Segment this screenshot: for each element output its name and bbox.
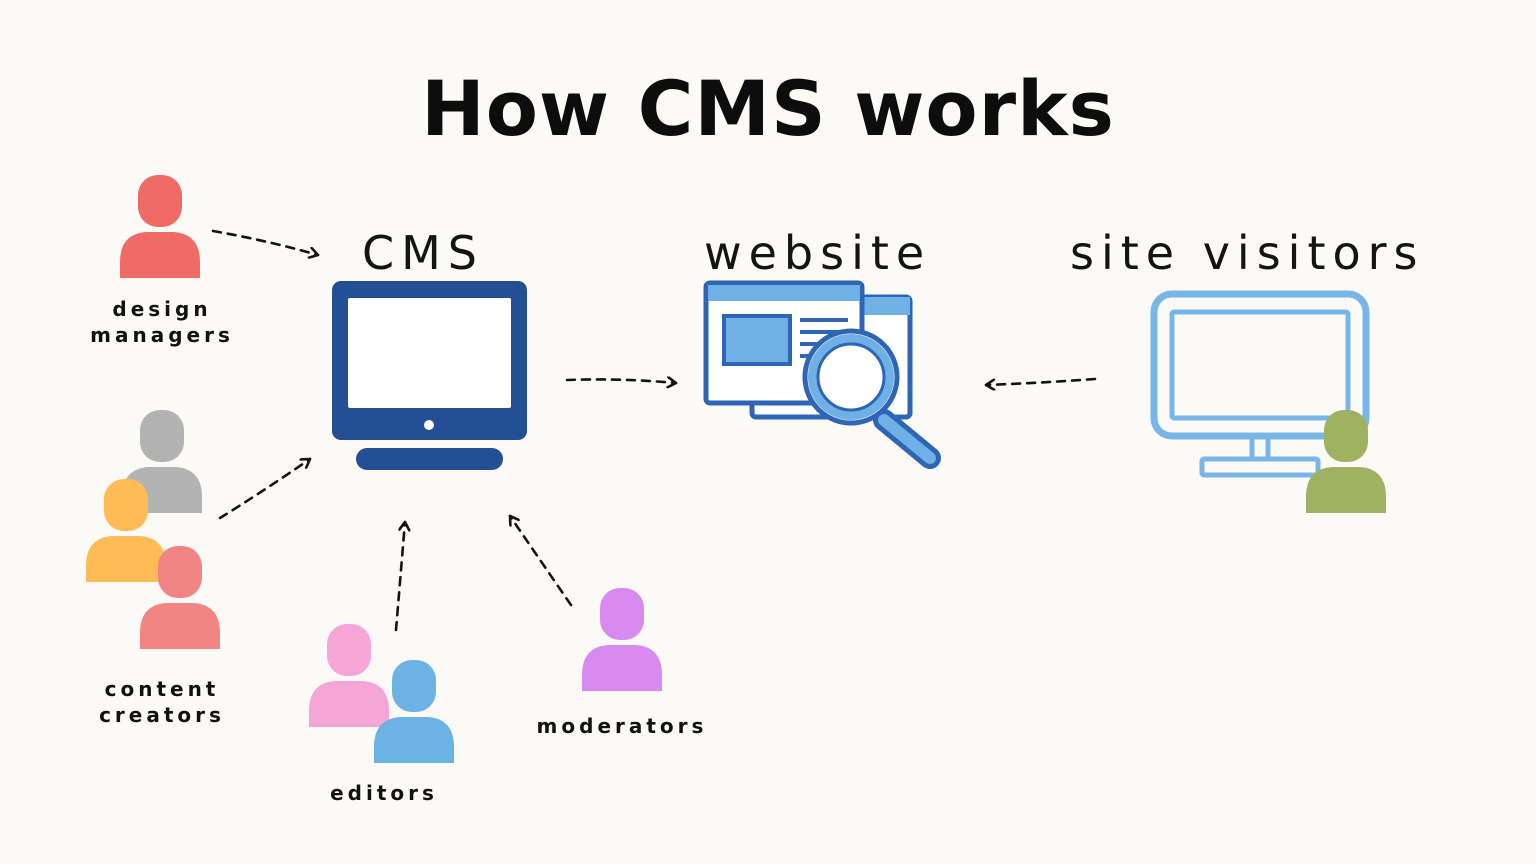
design-managers-label-line2: managers [90,323,234,347]
cms-heading: CMS [362,226,485,280]
editors-to-cms-arrow [394,520,405,632]
moderators-label: moderators [536,714,708,738]
editor-pink-person-icon [309,624,389,727]
design-managers-to-cms-arrow [211,229,320,255]
site-visitor-person-icon [1306,410,1386,513]
website-search-icon [703,280,941,469]
editors-label: editors [330,781,438,805]
content-creator-red-person-icon [140,546,220,649]
cms-monitor-icon [332,281,527,470]
content-creators-label-line1: content [104,677,220,701]
content-creators-to-cms-arrow [218,457,312,520]
moderators-to-cms-arrow [508,514,573,607]
design-manager-person-icon [120,175,200,278]
cms-to-website-arrow [565,379,678,383]
content-creator-orange-person-icon [86,479,166,582]
site-visitors-heading: site visitors [1070,226,1425,280]
design-managers-label-line1: design [112,297,212,321]
content-creators-label-line2: creators [99,703,225,727]
diagram-title: How CMS works [421,64,1115,153]
content-creators-label: content creators [62,676,262,728]
website-heading: website [704,226,932,280]
design-managers-label: design managers [62,296,262,348]
moderator-person-icon [582,588,662,691]
editor-blue-person-icon [374,660,454,763]
visitor-monitor-icon [1150,290,1370,478]
visitors-to-website-arrow [984,377,1097,385]
